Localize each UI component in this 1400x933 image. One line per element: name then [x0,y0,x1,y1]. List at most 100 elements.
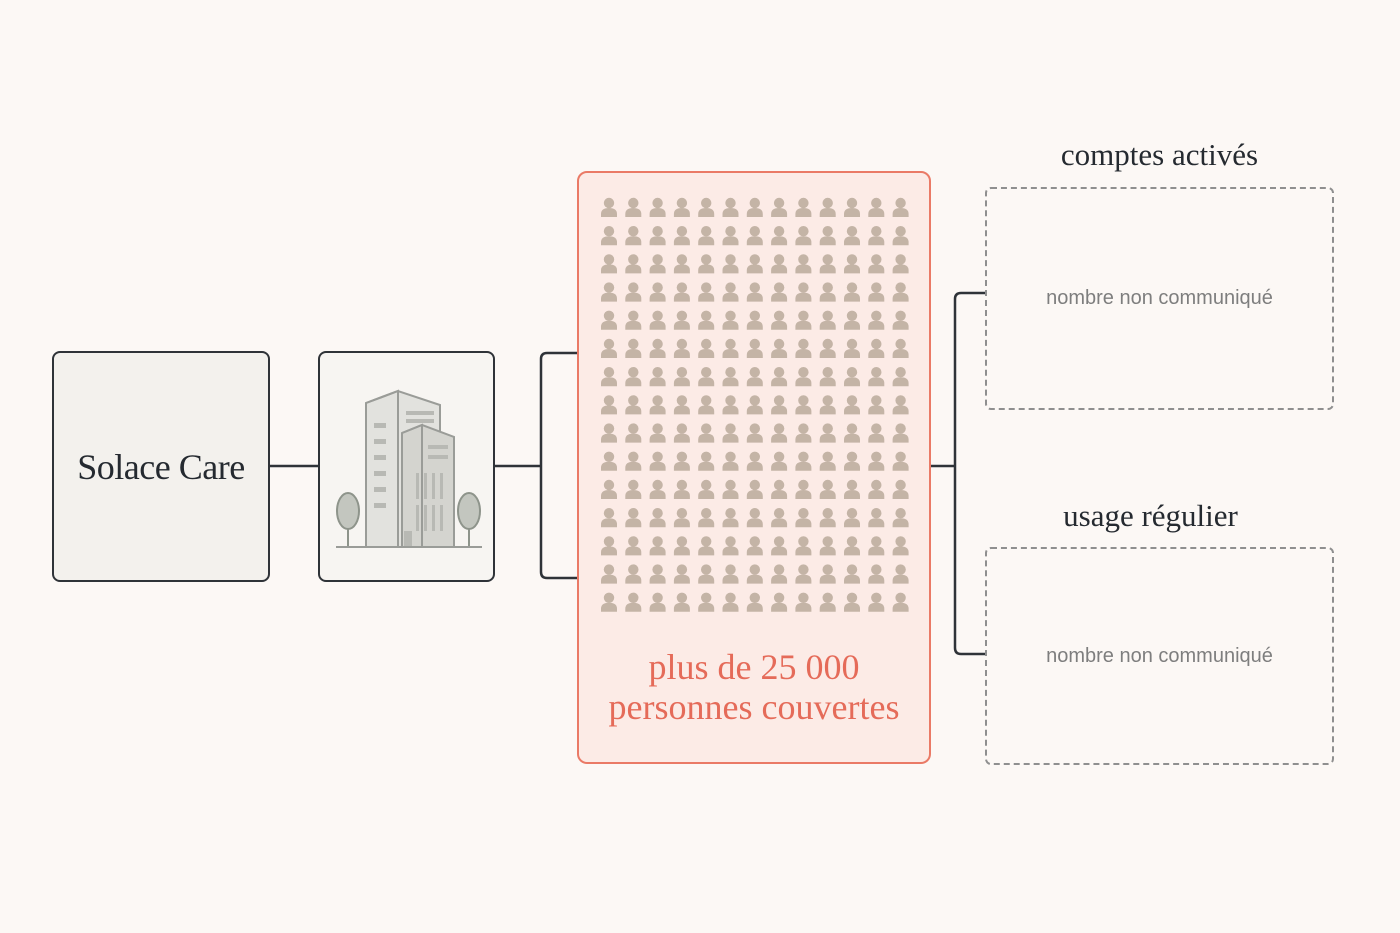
person-icon [844,226,860,246]
coverage-count: plus de 25 000 [648,647,860,687]
person-icon [649,395,666,415]
person-icon [673,508,690,528]
person-icon [649,564,666,584]
person-icon [892,536,909,556]
person-icon [673,564,690,584]
person-icon [844,197,860,217]
person-icon [844,451,860,471]
person-icon [649,508,666,528]
person-icon [625,310,642,330]
person-icon [844,508,860,528]
person-icon [601,338,617,358]
person-icon [673,395,690,415]
person-icon [601,508,617,528]
person-icon [892,226,909,246]
person-icon [722,254,739,274]
person-icon [673,536,690,556]
person-icon [844,310,860,330]
person-icon [795,254,812,274]
person-icon [892,479,909,499]
person-icon [892,282,909,302]
person-icon [844,564,860,584]
person-icon [771,254,788,274]
person-icon [601,282,617,302]
person-icon [771,508,788,528]
person-icon [771,310,788,330]
person-icon [795,536,812,556]
person-icon [601,479,617,499]
person-icon [601,423,617,443]
person-icon [795,310,812,330]
person-icon [795,592,812,612]
person-icon [673,451,690,471]
person-icon [819,395,836,415]
person-icon [698,367,715,387]
person-icon [649,367,666,387]
person-icon [795,479,812,499]
person-icon [673,367,690,387]
person-icon [625,508,642,528]
person-icon [819,310,836,330]
person-icon [819,254,836,274]
person-icon [795,197,812,217]
person-icon [868,226,885,246]
person-icon [601,226,617,246]
person-icon [795,282,812,302]
person-icon [722,310,739,330]
person-icon [649,254,666,274]
person-icon [601,367,617,387]
person-icon [868,423,885,443]
person-icon [892,338,909,358]
person-icon [601,395,617,415]
brand-box: Solace Care [52,351,270,582]
person-icon [746,508,763,528]
person-icon [844,282,860,302]
person-icon [625,367,642,387]
person-icon [722,395,739,415]
person-icon [771,367,788,387]
coverage-box: plus de 25 000 personnes couvertes [577,171,931,764]
person-icon [819,508,836,528]
person-icon [746,338,763,358]
person-icon [698,592,715,612]
person-icon [868,197,885,217]
person-icon [673,592,690,612]
person-icon [625,564,642,584]
office-building-icon [336,389,482,548]
person-icon [771,338,788,358]
person-icon [649,282,666,302]
person-icon [625,395,642,415]
person-icon [601,564,617,584]
person-icon [722,423,739,443]
person-icon [673,254,690,274]
person-icon [868,254,885,274]
person-icon [868,395,885,415]
person-icon [649,451,666,471]
person-icon [673,226,690,246]
person-icon [746,226,763,246]
person-icon [795,508,812,528]
person-icon [673,197,690,217]
person-icon [722,536,739,556]
person-icon [649,197,666,217]
person-icon [771,564,788,584]
person-icon [746,282,763,302]
person-icon [892,254,909,274]
person-icon [771,226,788,246]
regular-usage-note: nombre non communiqué [1046,644,1273,667]
person-icon [698,282,715,302]
regular-usage-title: usage régulier [1063,498,1238,533]
person-icon [625,592,642,612]
person-icon [722,282,739,302]
person-icon [698,310,715,330]
person-icon [746,451,763,471]
person-icon [771,536,788,556]
person-icon [673,479,690,499]
person-icon [868,479,885,499]
person-icon [649,479,666,499]
person-icon [844,592,860,612]
person-icon [722,197,739,217]
person-icon [649,592,666,612]
person-icon [868,564,885,584]
person-icon [892,451,909,471]
